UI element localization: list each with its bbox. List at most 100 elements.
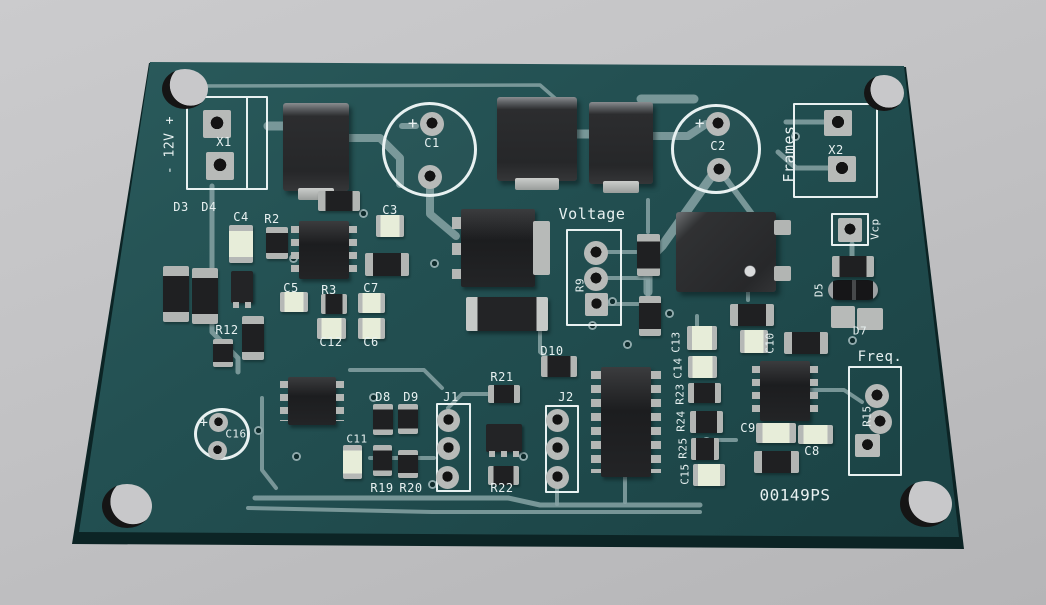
silkscreen-label-R9: R9 [573,277,587,293]
silkscreen-label-R3: R3 [321,283,337,297]
silkscreen-label-C13: C13 [669,331,683,353]
trace [775,149,833,171]
component-C12 [317,318,346,339]
component-R9-pad2 [584,267,608,291]
component-C4 [229,225,253,263]
component-ic-bottom-left [280,377,344,425]
component-C16-pad2 [208,441,227,460]
trace [348,368,444,390]
via [292,452,301,461]
silkscreen-label-R2: R2 [264,212,280,226]
silkscreen-label-R21: R21 [490,370,514,384]
component-ic-bottom-middle [591,367,661,477]
component-C1-pad2 [418,165,442,189]
component-transistor-top-left [283,103,349,200]
via [428,480,437,489]
silkscreen-label-J2: J2 [558,390,574,404]
component-C15 [693,464,725,486]
component-C14 [688,356,717,378]
via [430,259,439,268]
component-transistor-top-middle-1 [497,97,577,190]
component-C13 [687,326,717,350]
via [359,209,368,218]
component-C3 [376,215,404,237]
silkscreen-label-C4: C4 [233,210,249,224]
trace [246,506,702,514]
component-X2-pad2 [828,156,856,182]
component-R15-pad1 [865,384,889,408]
silkscreen-label-C7: C7 [363,281,379,295]
silkscreen-label-Frames: Frames [780,125,798,183]
component-diode-center [466,297,548,331]
silkscreen-label-D7: D7 [852,324,868,338]
silkscreen-label-D8: D8 [375,390,391,404]
component-ic-center [452,209,550,287]
component-R15-pad2 [868,410,892,434]
component-C8 [798,425,833,444]
component-R-bottom-right [754,451,799,473]
silkscreen-label-D9: D9 [403,390,419,404]
component-X1-pad2 [206,152,234,180]
component-R-right-top [832,256,874,277]
via [848,336,857,345]
component-R-voltage-1 [637,234,660,276]
component-C16-pad1 [209,413,228,432]
component-C5 [280,292,308,312]
silkscreen-label-Freq: Freq. [857,349,903,365]
component-X1-divider [246,96,248,190]
trace [804,388,864,404]
component-D9 [398,404,418,434]
component-D7-pad1 [831,306,855,328]
component-J2-pad3 [546,466,569,489]
silkscreen-label-R22: R22 [490,481,514,495]
component-R19 [373,445,392,476]
silkscreen-label-R12: R12 [215,323,239,337]
component-ic-right [752,361,818,421]
silkscreen-label-C11: C11 [346,432,368,446]
silkscreen-label-C6: C6 [363,335,379,349]
component-voltage-outline [566,229,622,326]
component-vcp-pad [838,218,862,242]
silkscreen-label-R19: R19 [370,481,394,495]
component-vcp-outline [831,213,869,246]
component-R3 [321,294,347,314]
silkscreen-label-J1: J1 [443,390,459,404]
component-X2-pad1 [824,110,852,136]
silkscreen-label-C1: C1 [424,136,440,150]
component-R12 [242,316,264,360]
component-R22 [488,466,519,485]
silkscreen-label-C3: C3 [382,203,398,217]
component-X2-outline [793,103,878,198]
component-X1-pad1 [203,110,231,138]
component-R15-pad3 [855,434,880,457]
silkscreen-label-X1: X1 [216,135,232,149]
trace [602,276,650,298]
trace [260,396,278,490]
component-D4 [192,268,218,324]
component-J2-pad2 [546,437,569,460]
mounting-hole [900,481,952,527]
component-transistor-right [676,212,791,292]
silkscreen-label-: + [694,113,706,133]
component-D5-diode [828,280,878,300]
component-R24 [690,411,723,433]
silkscreen-label-C14: C14 [671,357,685,379]
component-ic-left [291,221,357,279]
via [623,340,632,349]
silkscreen-label-00149PS: 00149PS [759,485,831,505]
component-J2-pad1 [546,409,569,432]
silkscreen-label-D3: D3 [173,200,189,214]
component-transistor-small-bottom [486,424,522,457]
silkscreen-label-R25: R25 [676,437,690,459]
component-R-right-2 [784,332,828,354]
component-R-mid-left [365,253,409,276]
mounting-hole [162,69,208,109]
component-D10 [541,356,577,377]
silkscreen-label-D10: D10 [540,344,564,358]
component-transistor-top-middle-2 [589,102,653,193]
silkscreen-label-12V: - 12V + [162,115,178,175]
via [369,393,378,402]
mounting-hole [864,75,904,111]
silkscreen-label-C9: C9 [740,421,756,435]
